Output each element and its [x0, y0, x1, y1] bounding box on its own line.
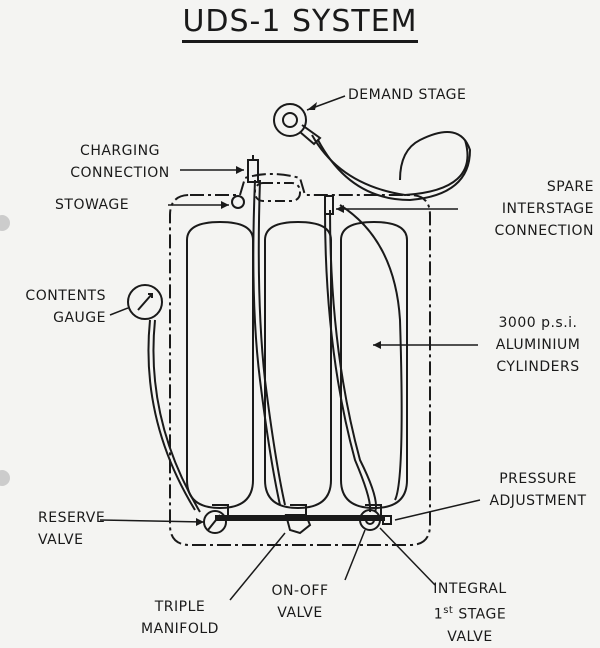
label-on-off-valve: ON-OFF VALVE — [271, 583, 329, 621]
on-off-valve — [284, 514, 312, 535]
backpack-outline — [169, 173, 431, 546]
label-reserve-valve: RESERVE VALVE — [38, 510, 106, 548]
cylinder-left — [186, 220, 254, 510]
stowage — [231, 195, 245, 209]
handle-slot — [254, 182, 301, 202]
label-triple-manifold: TRIPLE MANIFOLD — [141, 599, 219, 637]
hose-charging — [252, 179, 281, 506]
label-cylinders: 3000 p.s.i. ALUMINIUM CYLINDERS — [495, 315, 581, 375]
cylinder-middle — [264, 220, 332, 510]
label-integral-stage-valve: INTEGRAL 1st STAGE VALVE — [433, 581, 507, 645]
binder-hole — [0, 470, 10, 486]
label-demand-stage: DEMAND STAGE — [348, 87, 467, 103]
charging-valve — [247, 159, 259, 183]
pressure-adjust-screw — [382, 515, 392, 525]
hose-demand — [329, 209, 377, 513]
contents-gauge — [127, 284, 163, 320]
label-spare-interstage: SPARE INTERSTAGE CONNECTION — [494, 179, 594, 239]
label-pressure-adjustment: PRESSURE ADJUSTMENT — [489, 471, 587, 509]
cylinder-right — [340, 220, 408, 510]
demand-stage — [273, 103, 307, 137]
spare-interstage — [324, 195, 334, 215]
label-stowage: STOWAGE — [55, 197, 130, 213]
diagram-title: UDS-1 SYSTEM — [0, 4, 600, 43]
hose-gauge — [147, 319, 196, 511]
label-contents-gauge: CONTENTS GAUGE — [25, 288, 106, 326]
label-charging-connection: CHARGING CONNECTION — [70, 143, 170, 181]
binder-hole — [0, 215, 10, 231]
